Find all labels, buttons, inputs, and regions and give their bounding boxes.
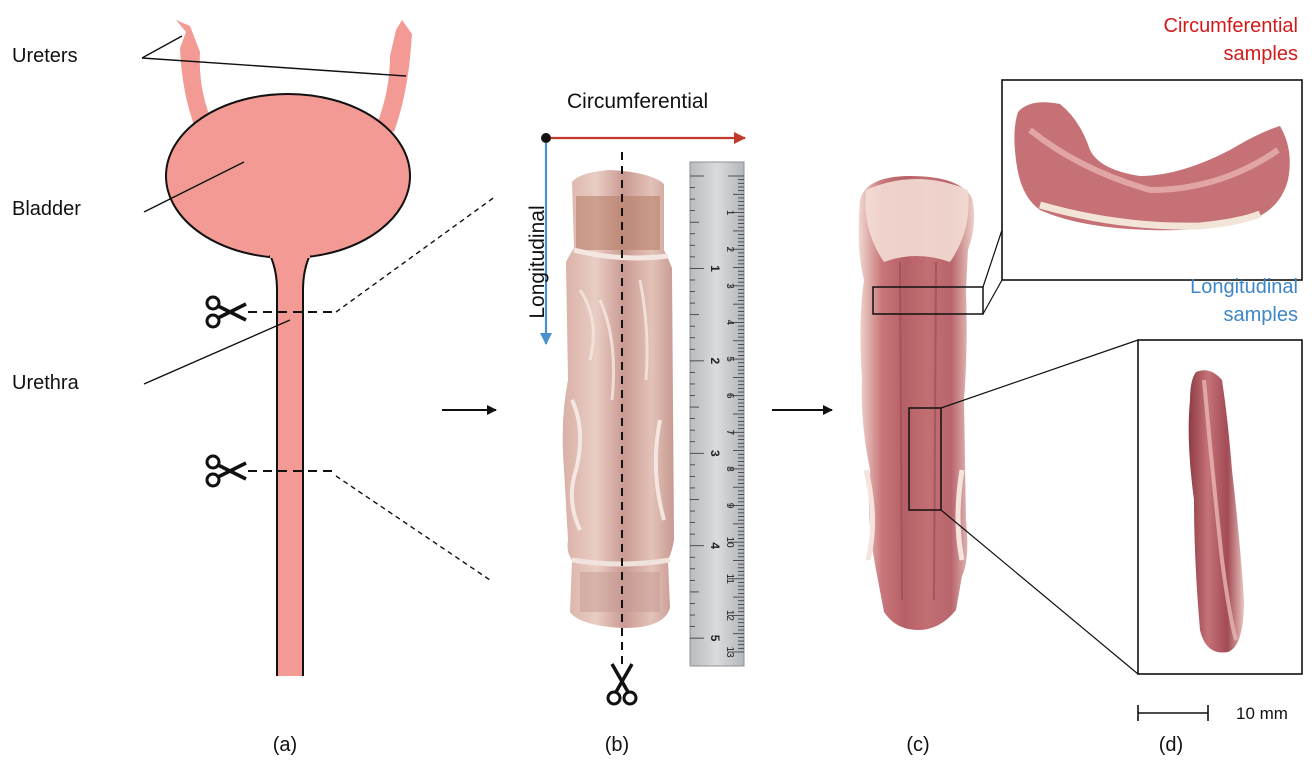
longitudinal-direction-label: Longitudinal [526, 182, 550, 342]
circumferential-samples-label: Circumferential samples [1090, 12, 1298, 68]
panel-label-c: (c) [893, 734, 943, 757]
longitudinal-samples-label: Longitudinal samples [1090, 273, 1298, 329]
ruler-cm-label: 7 [724, 430, 735, 436]
ruler-inch-label: 5 [708, 635, 722, 642]
urethra-leader [144, 320, 290, 384]
scissors-icon [207, 456, 246, 486]
ureters-leader-1 [142, 36, 182, 58]
circumferential-samples-line1: Circumferential [1090, 12, 1298, 40]
ruler-cm-label: 10 [724, 537, 735, 549]
ruler-inch-label: 2 [708, 358, 722, 365]
scissors-icon [207, 297, 246, 327]
ruler-cm-label: 6 [724, 393, 735, 399]
ruler-inch-label: 4 [708, 542, 722, 549]
panel-d-samples [1002, 80, 1302, 721]
scale-bar-label: 10 mm [1236, 704, 1288, 724]
urethra-label: Urethra [12, 372, 79, 395]
ruler-inch-label: 1 [708, 265, 722, 272]
ruler-cm-label: 4 [724, 320, 735, 326]
scissors-icon [608, 664, 636, 704]
origin-dot [541, 133, 551, 143]
longitudinal-samples-line2: samples [1090, 301, 1298, 329]
urethra-shape [268, 252, 312, 676]
circumferential-samples-line2: samples [1090, 40, 1298, 68]
ruler-cm-label: 11 [724, 574, 735, 585]
ruler-cm-label: 13 [724, 646, 735, 658]
panel-a-schematic [142, 20, 496, 676]
longitudinal-samples-line1: Longitudinal [1090, 273, 1298, 301]
panel-label-b: (b) [592, 734, 642, 757]
ruler-inch-label: 3 [708, 450, 722, 457]
scale-bar [1138, 705, 1208, 721]
ruler-cm-label: 9 [724, 503, 735, 509]
bladder-label: Bladder [12, 198, 81, 221]
panel-label-a: (a) [260, 734, 310, 757]
right-ureter [376, 20, 412, 132]
ruler-cm-label: 1 [724, 210, 735, 216]
ruler-cm-label: 5 [724, 356, 735, 362]
ruler-cm-label: 2 [724, 246, 735, 252]
zoom-guide-bottom [336, 476, 490, 580]
ruler-cm-label: 12 [724, 610, 735, 622]
bladder-shape [166, 94, 410, 258]
ruler-cm-label: 8 [724, 466, 735, 472]
circumferential-direction-label: Circumferential [567, 90, 708, 114]
ureters-label: Ureters [12, 45, 78, 68]
ruler-cm-label: 3 [724, 283, 735, 289]
panel-label-d: (d) [1146, 734, 1196, 757]
